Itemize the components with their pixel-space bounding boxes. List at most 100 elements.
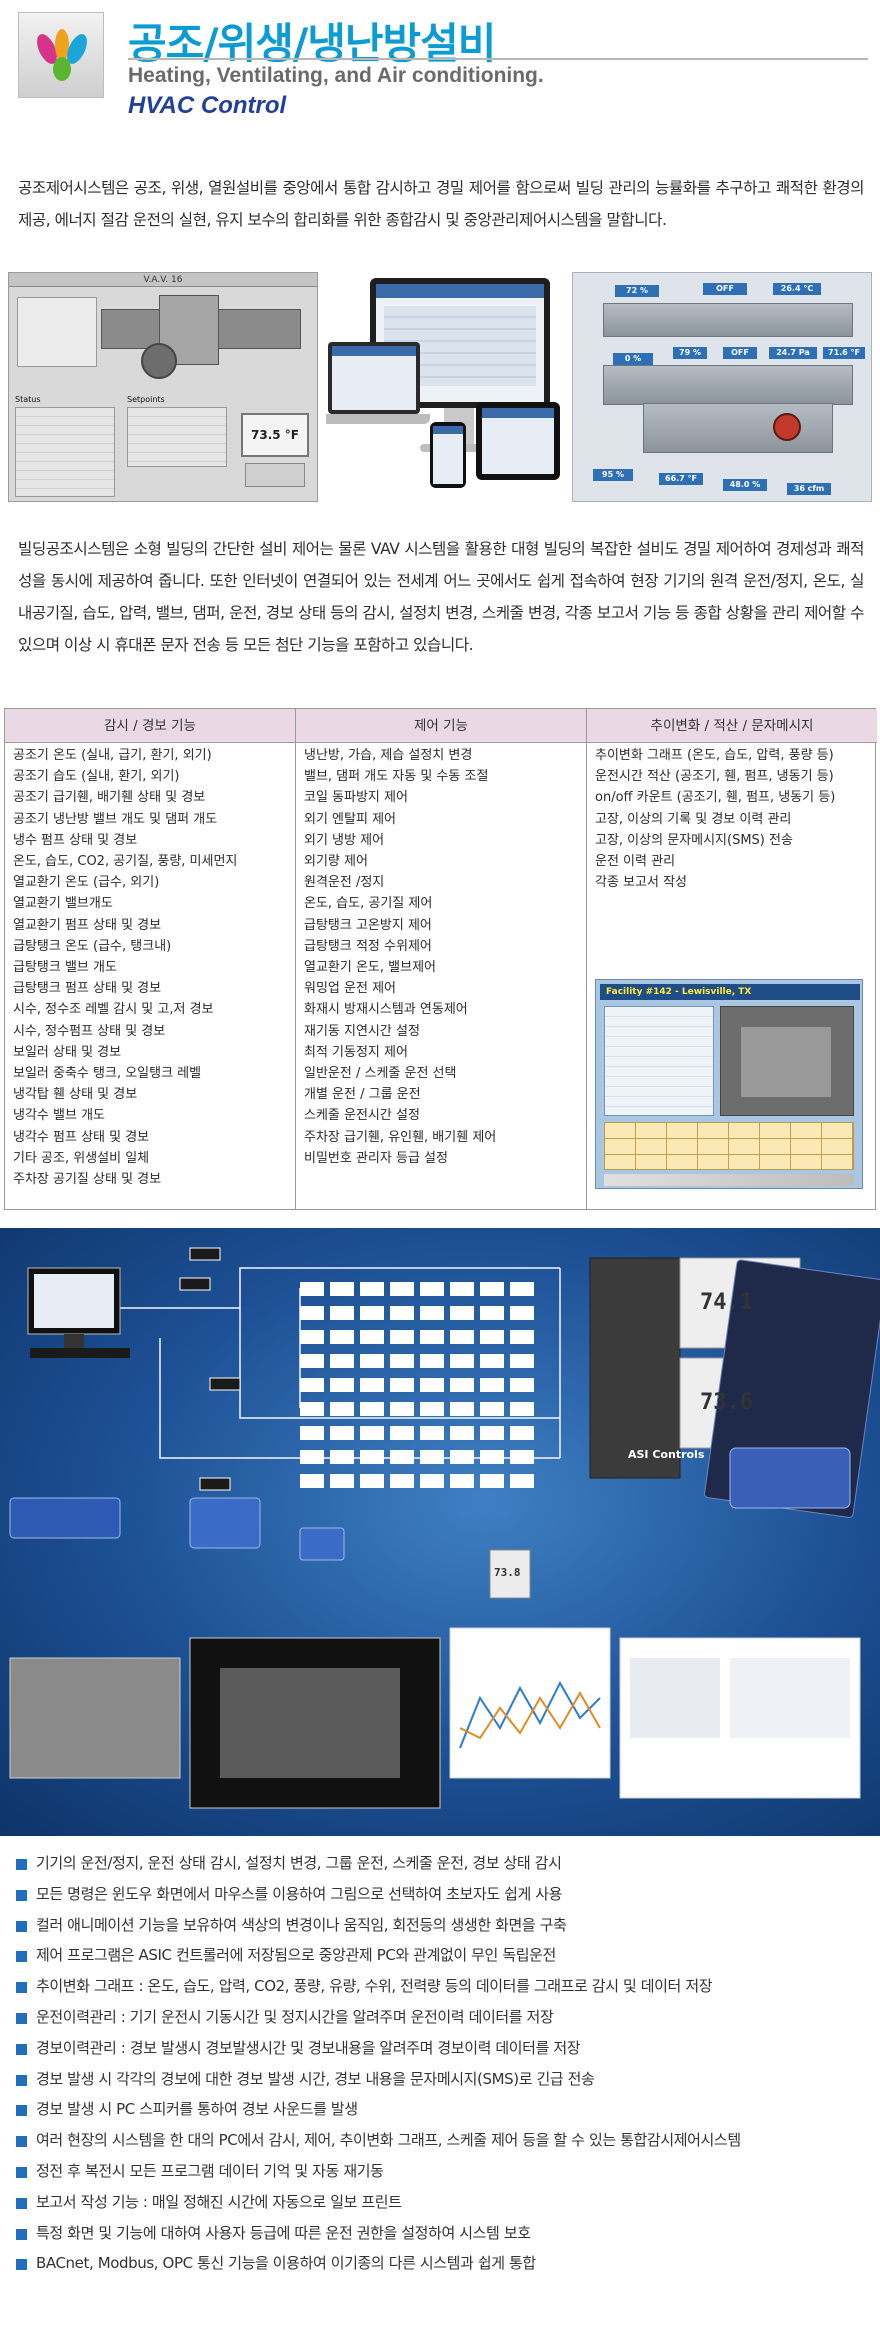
ahu-reading-8: 95 % bbox=[593, 469, 633, 481]
table-cell: 워밍업 운전 제어 bbox=[304, 981, 396, 997]
feature-table: 감시 / 경보 기능 제어 기능 추이변화 / 적산 / 문자메시지 공조기 온… bbox=[4, 708, 877, 1210]
ahu-reading-6: 24.7 Pa bbox=[769, 347, 817, 359]
page-subtitle-hvac: HVAC Control bbox=[128, 92, 287, 119]
building-hvac-paragraph: 빌딩공조시스템은 소형 빌딩의 간단한 설비 제어는 물론 VAV 시스템을 활… bbox=[18, 540, 865, 654]
list-item: 운전이력관리 : 기기 운전시 기동시간 및 정지시간을 알려주며 운전이력 데… bbox=[8, 2002, 874, 2033]
table-cell: 주차장 급기휀, 유인휀, 배기휀 제어 bbox=[304, 1129, 497, 1145]
table-cell: 열교환기 온도 (급수, 외기) bbox=[13, 875, 160, 891]
table-cell: 외기 엔탈피 제어 bbox=[304, 811, 396, 827]
table-cell: 냉수 펌프 상태 및 경보 bbox=[13, 832, 138, 848]
thermostat-reading-1: 74.1 bbox=[700, 1290, 753, 1315]
system-architecture-diagram: ASI Controls 74.1 73.6 73.8 bbox=[0, 1228, 880, 1836]
table-cell: on/off 카운트 (공조기, 휀, 펌프, 냉동기 등) bbox=[595, 790, 836, 806]
bullet-square-icon bbox=[16, 1982, 27, 1994]
table-cell: 외기 냉방 제어 bbox=[304, 832, 385, 848]
thermostat-reading-3: 73.8 bbox=[494, 1566, 521, 1579]
list-item: 여러 현장의 시스템을 한 대의 PC에서 감시, 제어, 추이변화 그래프, … bbox=[8, 2125, 874, 2156]
thermostat-display: 73.5 °F bbox=[241, 413, 309, 457]
list-item: 추이변화 그래프 : 온도, 습도, 압력, CO2, 풍량, 유량, 수위, … bbox=[8, 1971, 874, 2002]
table-cell: 비밀번호 관리자 등급 설정 bbox=[304, 1150, 448, 1166]
list-item: 컬러 애니메이션 기능을 보유하여 색상의 변경이나 움직임, 회전등의 생생한… bbox=[8, 1910, 874, 1941]
table-cell: 재기동 지연시간 설정 bbox=[304, 1023, 420, 1039]
bullet-square-icon bbox=[16, 2228, 27, 2240]
table-header-monitoring: 감시 / 경보 기능 bbox=[5, 709, 295, 743]
vav-status-label: Status bbox=[15, 395, 41, 404]
fan-icon bbox=[141, 343, 177, 379]
list-item: 제어 프로그램은 ASIC 컨트롤러에 저장됨으로 중앙관제 PC와 관계없이 … bbox=[8, 1940, 874, 1971]
list-item: 경보이력관리 : 경보 발생시 경보발생시간 및 경보내용을 알려주며 경보이력… bbox=[8, 2033, 874, 2064]
table-cell: 원격운전 /정지 bbox=[304, 875, 385, 891]
table-cell: 냉각수 밸브 개도 bbox=[13, 1108, 105, 1124]
bullet-square-icon bbox=[16, 1859, 27, 1870]
ahu-reading-3: 0 % bbox=[613, 353, 653, 365]
title-divider bbox=[128, 58, 868, 60]
ahu-reading-10: 48.0 % bbox=[723, 479, 767, 491]
ahu-reading-4: 79 % bbox=[673, 347, 707, 359]
ahu-reading-11: 36 cfm bbox=[787, 483, 831, 495]
ahu-reading-5: OFF bbox=[723, 347, 757, 359]
feature-bullet-list: 기기의 운전/정지, 운전 상태 감시, 설정치 변경, 그룹 운전, 스케줄 … bbox=[8, 1848, 874, 2279]
table-cell: 온도, 습도, 공기질 제어 bbox=[304, 896, 433, 912]
bullet-square-icon bbox=[16, 1951, 27, 1963]
table-cell: 화재시 방재시스템과 연동제어 bbox=[304, 1002, 468, 1018]
table-cell: 급탕탱크 밸브 개도 bbox=[13, 960, 117, 976]
table-cell: 온도, 습도, CO2, 공기질, 풍량, 미세먼지 bbox=[13, 854, 238, 870]
table-cell: 최적 기동정지 제어 bbox=[304, 1044, 408, 1060]
table-cell: 밸브, 댐퍼 개도 자동 및 수동 조절 bbox=[304, 769, 489, 785]
table-cell: 고장, 이상의 문자메시지(SMS) 전송 bbox=[595, 832, 793, 848]
bullet-square-icon bbox=[16, 1920, 27, 1932]
list-item: 경보 발생 시 PC 스피커를 통하여 경보 사운드를 발생 bbox=[8, 2094, 874, 2125]
table-cell: 급탕탱크 온도 (급수, 탱크내) bbox=[13, 938, 172, 954]
table-cell: 공조기 냉난방 밸브 개도 및 댐퍼 개도 bbox=[13, 811, 218, 827]
list-item: 보고서 작성 기능 : 매일 정해진 시간에 자동으로 일보 프린트 bbox=[8, 2187, 874, 2218]
vav-setpoints-label: Setpoints bbox=[127, 395, 165, 404]
bullet-square-icon bbox=[16, 2012, 27, 2024]
list-item: 기기의 운전/정지, 운전 상태 감시, 설정치 변경, 그룹 운전, 스케줄 … bbox=[8, 1848, 874, 1879]
bullet-square-icon bbox=[16, 2136, 27, 2148]
table-cell: 보일러 중축수 탱크, 오일탱크 레벨 bbox=[13, 1066, 202, 1082]
ahu-reading-7: 71.6 °F bbox=[823, 347, 865, 359]
vav-panel-title: V.A.V. 16 bbox=[9, 273, 317, 287]
table-col-trend: 추이변화 그래프 (온도, 습도, 압력, 풍량 등) 운전시간 적산 (공조기… bbox=[595, 745, 875, 893]
table-cell: 외기량 제어 bbox=[304, 854, 368, 870]
table-cell: 냉난방, 가습, 제습 설정치 변경 bbox=[304, 748, 473, 763]
table-col-control: 냉난방, 가습, 제습 설정치 변경 밸브, 댐퍼 개도 자동 및 수동 조절 … bbox=[304, 745, 584, 1169]
table-cell: 코일 동파방지 제어 bbox=[304, 790, 408, 806]
table-cell: 일반운전 / 스케줄 운전 선택 bbox=[304, 1066, 457, 1082]
table-cell: 각종 보고서 작성 bbox=[595, 875, 687, 891]
ahu-graphic-screenshot: 72 % OFF 26.4 °C 0 % 79 % OFF 24.7 Pa 71… bbox=[572, 272, 872, 502]
table-cell: 개별 운전 / 그룹 운전 bbox=[304, 1087, 421, 1103]
table-header-control: 제어 기능 bbox=[296, 709, 586, 743]
table-cell: 운전시간 적산 (공조기, 휀, 펌프, 냉동기 등) bbox=[595, 769, 834, 785]
table-cell: 냉각탑 휀 상태 및 경보 bbox=[13, 1087, 138, 1103]
table-cell: 보일러 상태 및 경보 bbox=[13, 1044, 122, 1060]
list-item: 특정 화면 및 기능에 대하여 사용자 등급에 따른 운전 권한을 설정하여 시… bbox=[8, 2218, 874, 2249]
ahu-reading-9: 66.7 °F bbox=[659, 473, 703, 485]
bullet-square-icon bbox=[16, 2074, 27, 2086]
ahu-reading-2: 26.4 °C bbox=[773, 283, 821, 295]
page-title: 공조/위생/냉난방설비 bbox=[128, 19, 496, 68]
list-item: 경보 발생 시 각각의 경보에 대한 경보 발생 시간, 경보 내용을 문자메시… bbox=[8, 2064, 874, 2095]
table-cell: 기타 공조, 위생설비 일체 bbox=[13, 1150, 150, 1166]
table-cell: 냉각수 펌프 상태 및 경보 bbox=[13, 1129, 150, 1145]
intro-paragraph: 공조제어시스템은 공조, 위생, 열원설비를 중앙에서 통합 감시하고 경밀 제… bbox=[18, 179, 865, 229]
bullet-square-icon bbox=[16, 2259, 27, 2271]
table-cell: 시수, 정수펌프 상태 및 경보 bbox=[13, 1023, 166, 1039]
page-subtitle: Heating, Ventilating, and Air conditioni… bbox=[128, 64, 544, 87]
bullet-square-icon bbox=[16, 2105, 27, 2117]
table-cell: 시수, 정수조 레벨 감시 및 고,저 경보 bbox=[13, 1002, 214, 1018]
facility-title: Facility #142 - Lewisville, TX bbox=[600, 984, 860, 1000]
bullet-square-icon bbox=[16, 2197, 27, 2209]
table-cell: 열교환기 온도, 밸브제어 bbox=[304, 960, 436, 976]
table-cell: 운전 이력 관리 bbox=[595, 854, 676, 870]
workstation-icon bbox=[27, 1267, 130, 1358]
table-col-monitoring: 공조기 온도 (실내, 급기, 환기, 외기) 공조기 습도 (실내, 환기, … bbox=[13, 745, 293, 1190]
facility-monitor-screenshot: Facility #142 - Lewisville, TX bbox=[595, 979, 863, 1189]
multi-device-screenshot bbox=[326, 272, 564, 502]
bullet-square-icon bbox=[16, 2166, 27, 2178]
table-cell: 열교환기 펌프 상태 및 경보 bbox=[13, 917, 162, 933]
list-item: 모든 명령은 윈도우 화면에서 마우스를 이용하여 그림으로 선택하여 초보자도… bbox=[8, 1879, 874, 1910]
vav-panel-screenshot: V.A.V. 16 Status Setpoints 73.5 °F bbox=[8, 272, 318, 502]
table-cell: 공조기 온도 (실내, 급기, 환기, 외기) bbox=[13, 748, 212, 763]
table-cell: 급탕탱크 고온방지 제어 bbox=[304, 917, 432, 933]
